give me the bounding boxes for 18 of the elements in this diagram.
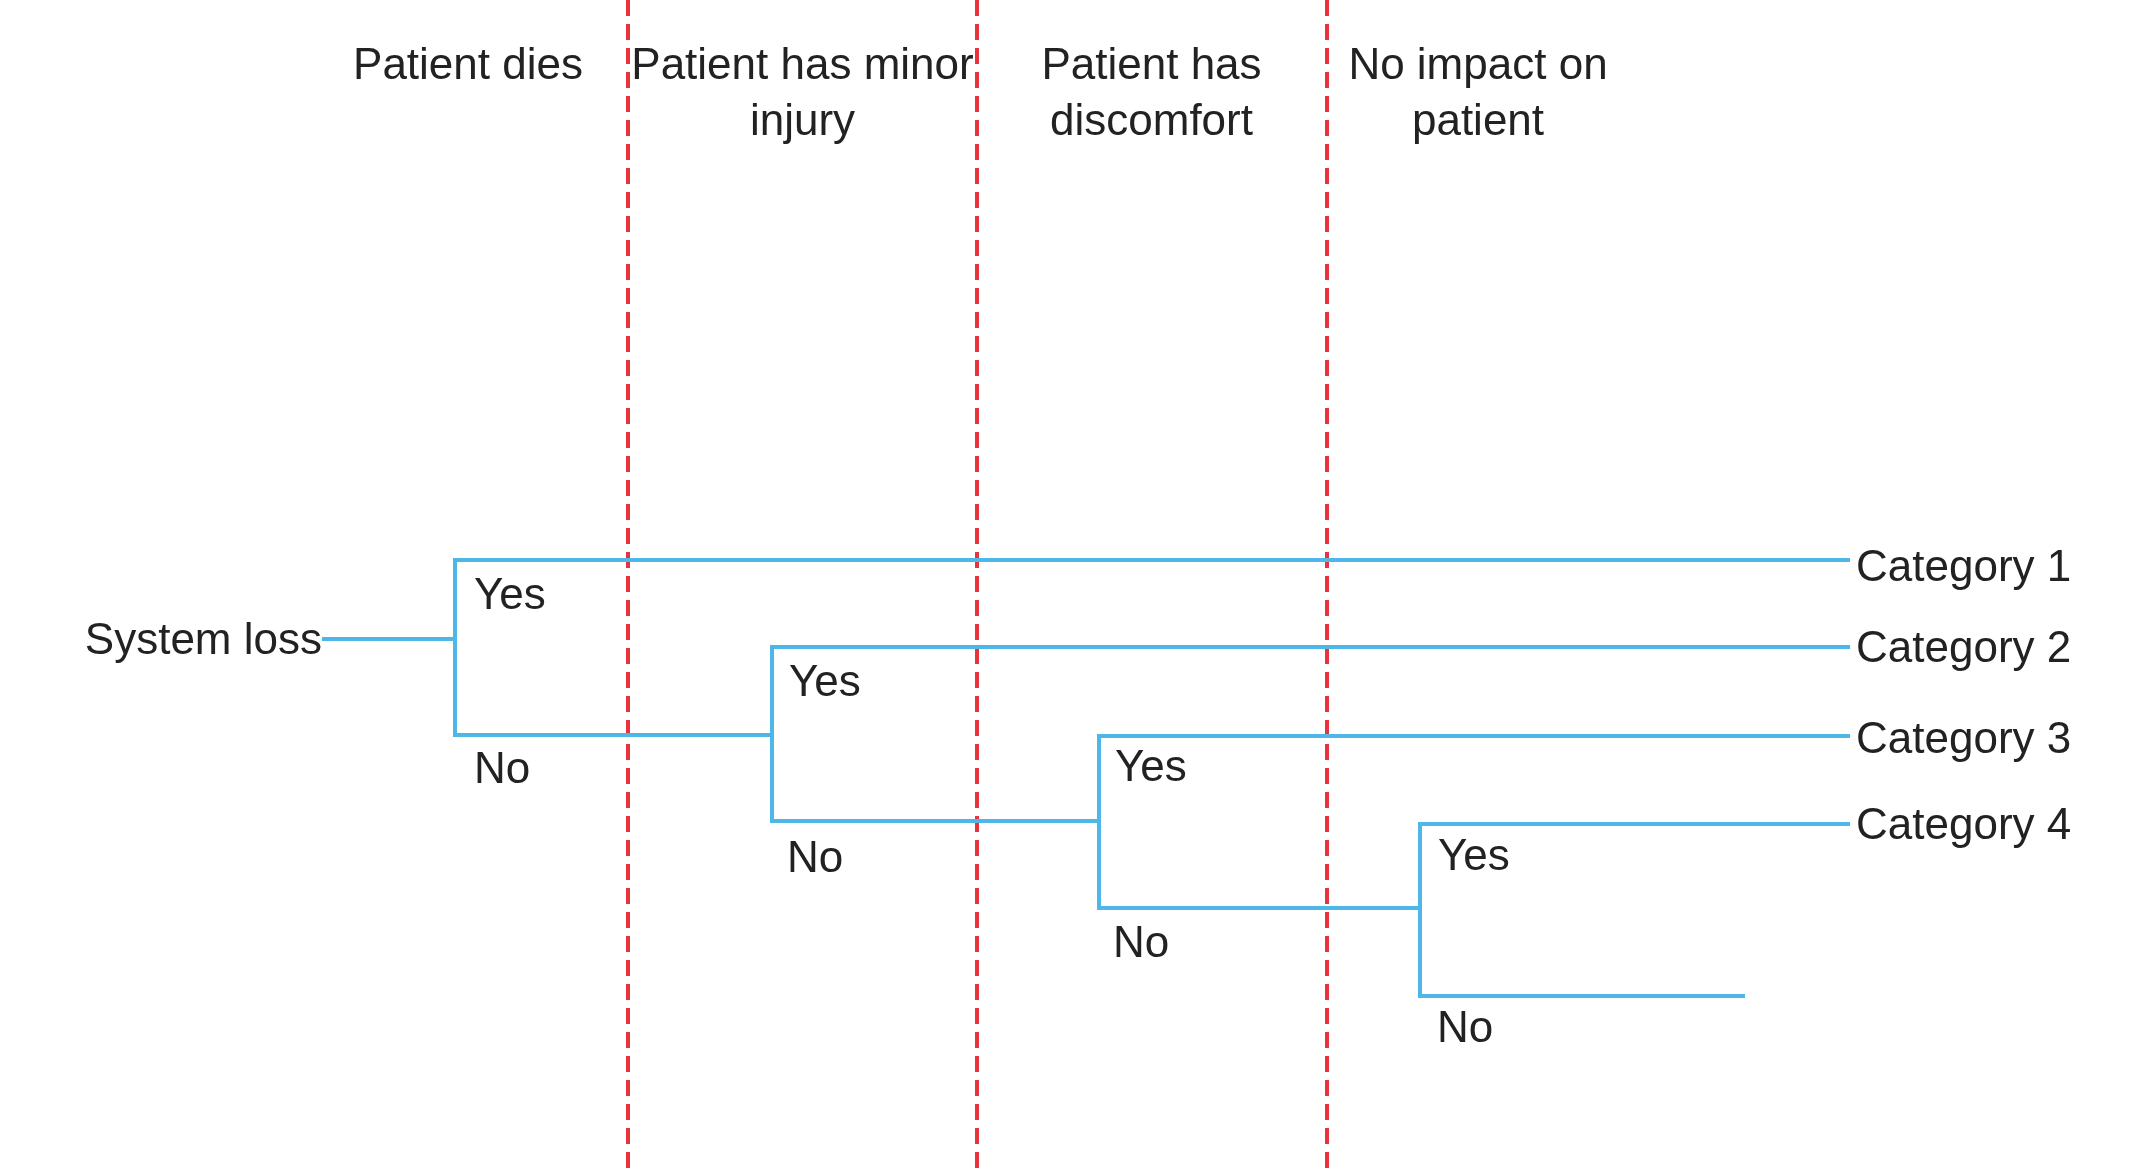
outcome-label: Category 1 [1856, 538, 2146, 594]
branch-label: No [1437, 1001, 1494, 1053]
column-header: No impact on patient [1347, 38, 1609, 146]
outcome-label: Category 4 [1856, 796, 2146, 852]
branch-label: Yes [1115, 740, 1187, 792]
branch-label: Yes [1438, 829, 1510, 881]
column-header: Patient dies [352, 38, 584, 90]
branch-label: Yes [474, 568, 546, 620]
branch-line [322, 637, 1745, 998]
column-header: Patient has minor injury [630, 38, 975, 146]
branch-label: Yes [789, 655, 861, 707]
branch-label: No [787, 831, 844, 883]
branch-label: No [1113, 916, 1170, 968]
outcome-label: Category 2 [1856, 619, 2146, 675]
outcome-label: Category 3 [1856, 710, 2146, 766]
branch-label: No [474, 742, 531, 794]
column-header: Patient has discomfort [1040, 38, 1263, 146]
event-label: System loss [10, 611, 322, 667]
